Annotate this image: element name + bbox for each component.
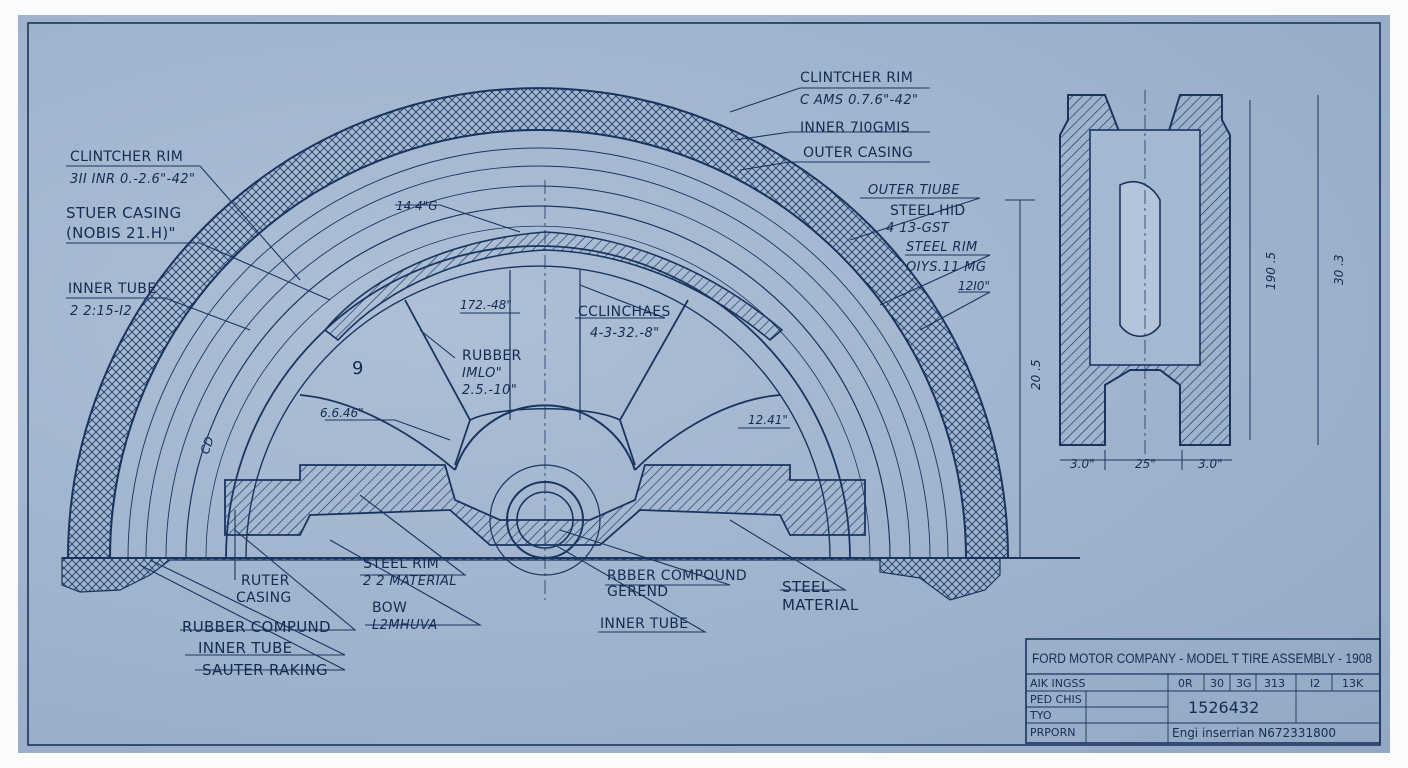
title-row-label-3: TYO	[1029, 709, 1052, 722]
label-stuer-casing-dim: (NOBIS 21.H)"	[66, 224, 176, 242]
ground-section	[61, 557, 1001, 601]
label-inner-tube-left: INNER TUBE	[68, 281, 156, 297]
label-steel: STEEL	[782, 578, 830, 596]
drawing-border	[27, 22, 1381, 746]
label-dim-205: 20 .5	[1029, 359, 1043, 390]
title-text: FORD MOTOR COMPANY - MODEL T TIRE ASSEMB…	[1032, 651, 1372, 666]
label-l2mhuva: L2MHUVA	[372, 618, 438, 633]
label-bow: BOW	[372, 600, 407, 616]
label-dim-1210: 12I0"	[958, 279, 990, 293]
label-outer-casing-top: OUTER CASING	[803, 145, 913, 161]
title-cell-2: 30	[1210, 677, 1224, 690]
title-cell-5: I2	[1310, 677, 1320, 690]
label-dim-190: 190 .5	[1264, 252, 1278, 290]
label-clintcher-rim-left-dim: 3II INR 0.-2.6"-42"	[70, 172, 195, 187]
engineer-field: Engi inserrian N672331800	[1172, 726, 1336, 740]
label-steel-hid: STEEL HID	[890, 203, 966, 219]
label-ruter: RUTER	[241, 573, 290, 589]
label-outer-tube-right: OUTER TIUBE	[868, 183, 960, 198]
label-dim-144: 14 4"G	[396, 199, 438, 213]
label-material: MATERIAL	[782, 596, 859, 614]
label-gerend: GEREND	[607, 584, 668, 600]
label-cd: CD	[198, 435, 217, 456]
label-inner-tube-bottom2: INNER TUBE	[198, 639, 292, 657]
title-cell-4: 313	[1264, 677, 1285, 690]
label-rubber-compund: RUBBER COMPUND	[182, 618, 331, 636]
tire-elevation	[61, 87, 1080, 601]
label-steel-rim-bottom: STEEL RIM	[363, 556, 439, 572]
title-cell-1: 0R	[1178, 677, 1193, 690]
label-dim-303: 30 .3	[1332, 254, 1346, 285]
leader-lines	[66, 87, 991, 671]
label-cclinchaes-dim: 4-3-32.-8"	[590, 326, 660, 341]
blueprint-sheet: CLINTCHER RIM C AMS 0.7.6"-42" INNER 7I0…	[18, 15, 1390, 753]
label-imlo-dim: 2.5.-10"	[462, 383, 517, 398]
label-steel-rim-right: STEEL RIM	[906, 240, 978, 255]
label-steel-rim-bottom-dim: 2 2 MATERIAL	[363, 574, 457, 589]
label-dim-1241: 12.41"	[748, 413, 788, 427]
label-imlo: IMLO"	[462, 366, 502, 381]
label-inner-tube-left-dim: 2 2:15-I2	[70, 304, 132, 319]
label-dim-30b: 3.0"	[1198, 457, 1223, 471]
label-clintcher-rim-top: CLINTCHER RIM	[800, 70, 913, 86]
label-dim-66: 6.6.46"	[320, 406, 364, 420]
label-dim-172: 172.-48"	[460, 298, 512, 312]
label-dim-30a: 3.0"	[1070, 457, 1095, 471]
title-cell-6: 13K	[1342, 677, 1364, 690]
tire-assembly-drawing: CLINTCHER RIM C AMS 0.7.6"-42" INNER 7I0…	[27, 22, 1381, 746]
label-stuer-casing: STUER CASING	[66, 204, 181, 222]
labels: CLINTCHER RIM C AMS 0.7.6"-42" INNER 7I0…	[66, 70, 1346, 679]
side-section-view	[1059, 90, 1319, 470]
drawing-number: 1526432	[1188, 698, 1259, 717]
title-row-label-4: PRPORN	[1030, 726, 1075, 739]
title-row-label-1: AIK INGSS	[1030, 677, 1085, 690]
rim-base-section	[224, 464, 866, 546]
label-sauter-raking: SAUTER RAKING	[202, 661, 328, 679]
label-casing: CASING	[236, 590, 292, 606]
label-dim-25: 25"	[1135, 457, 1156, 471]
label-rubber-center: RUBBER	[462, 348, 522, 364]
label-nine: 9	[352, 358, 363, 379]
title-cell-3: 3G	[1236, 677, 1252, 690]
title-block: FORD MOTOR COMPANY - MODEL T TIRE ASSEMB…	[1025, 638, 1381, 744]
label-cclinchaes: CCLINCHAES	[578, 304, 671, 320]
label-clintcher-rim-top-dim: C AMS 0.7.6"-42"	[800, 93, 918, 108]
label-rbber-compound: RBBER COMPOUND	[607, 568, 747, 584]
label-steel-rim-right-dim: OIYS.11 MG	[906, 260, 986, 275]
label-steel-hid-dim: 4 13-GST	[886, 221, 950, 236]
label-clintcher-rim-left: CLINTCHER RIM	[70, 149, 183, 165]
label-inner-tube-bottom: INNER TUBE	[600, 616, 688, 632]
label-inner-tube-top: INNER 7I0GMIS	[800, 120, 910, 136]
title-row-label-2: PED CHIS	[1030, 693, 1082, 706]
clincher-rim-section	[323, 231, 784, 342]
